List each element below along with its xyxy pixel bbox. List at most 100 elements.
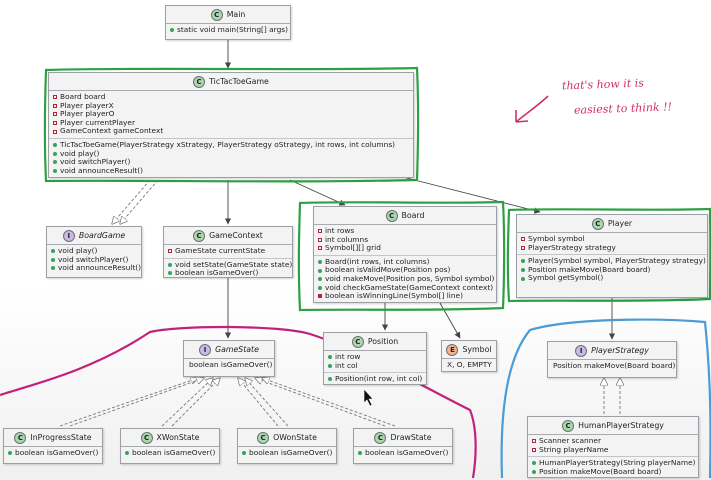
methods-section: boolean isGameOver() [238, 447, 336, 460]
field-row: Symbol[][] grid [318, 243, 492, 253]
mouse-cursor [363, 388, 374, 407]
class-player[interactable]: C Player Symbol symbol PlayerStrategy st… [516, 214, 708, 298]
public-method-icon [8, 451, 12, 456]
fields-section: Board board Player playerX Player player… [49, 91, 413, 139]
class-name: PlayerStrategy [591, 345, 649, 355]
method-row: boolean isValidMove(Position pos) [318, 266, 492, 275]
field-row: int col [328, 361, 422, 371]
class-name: Main [226, 9, 246, 19]
highlight-state-pattern [0, 325, 477, 479]
highlight-strategy-pattern [500, 318, 711, 479]
class-header: I BoardGame [47, 227, 141, 245]
private-field-icon [168, 249, 172, 254]
realize-owon-2 [245, 378, 289, 427]
field-row: GameContext gameContext [53, 127, 409, 136]
interface-gamestate[interactable]: I GameState boolean isGameOver() [183, 340, 275, 377]
realize-tictactoe-boardgame-2 [120, 179, 159, 224]
class-header: I GameState [184, 341, 274, 359]
annotation-arrow-head [515, 110, 529, 123]
private-field-icon [532, 447, 536, 452]
private-field-icon [532, 439, 536, 444]
public-method-icon [318, 260, 322, 265]
public-method-icon [170, 28, 174, 33]
class-gamecontext[interactable]: C GameContext GameState currentState voi… [163, 226, 293, 278]
public-method-icon [242, 451, 246, 456]
class-badge-icon: C [562, 420, 575, 432]
class-tictactoegame[interactable]: C TicTacToeGame Board board Player playe… [48, 72, 414, 178]
realize-xwon-1 [161, 378, 213, 427]
class-badge-icon: C [257, 432, 270, 444]
method-row: HumanPlayerStrategy(String playerName) [532, 458, 696, 468]
class-name: OWonState [273, 432, 317, 442]
method-row: boolean isGameOver() [125, 448, 215, 458]
field-row: Player currentPlayer [53, 118, 409, 128]
class-xwonstate[interactable]: C XWonState boolean isGameOver() [120, 428, 220, 464]
method-row: boolean isGameOver() [8, 448, 98, 458]
class-header: C Position [324, 333, 426, 351]
fields-section: int rows int columns Symbol[][] grid [314, 225, 496, 256]
interface-playerstrategy[interactable]: I PlayerStrategy Position makeMove(Board… [547, 341, 677, 378]
public-method-icon [53, 143, 57, 148]
class-badge-icon: C [193, 76, 206, 88]
method-row: static void main(String[] args) [170, 25, 288, 35]
field-row: GameState currentState [168, 246, 288, 256]
assoc-tictactoe-player [394, 174, 541, 214]
methods-section: boolean isGameOver() [4, 447, 102, 460]
method-row: Position makeMove(Board board) [532, 467, 694, 477]
method-row: void switchPlayer() [51, 255, 137, 265]
class-header: C XWonState [121, 429, 219, 447]
highlight-board [297, 200, 506, 312]
private-field-icon [53, 129, 57, 134]
method-row: boolean isGameOver() [242, 448, 332, 458]
fields-section: Symbol symbol PlayerStrategy strategy [517, 233, 707, 256]
class-header: C OWonState [238, 429, 336, 447]
realize-owon-1 [238, 378, 279, 427]
class-drawstate[interactable]: C DrawState boolean isGameOver() [353, 428, 453, 464]
class-board[interactable]: C Board int rows int columns Symbol[][] … [313, 206, 497, 303]
public-method-icon [328, 377, 332, 382]
interface-boardgame[interactable]: I BoardGame void play() void switchPlaye… [46, 226, 142, 278]
annotation-line-2: easiest to think !! [573, 100, 673, 117]
public-method-icon [532, 470, 536, 475]
public-method-icon [168, 262, 172, 267]
method-row: Symbol getSymbol() [521, 274, 703, 283]
class-owonstate[interactable]: C OWonState boolean isGameOver() [237, 428, 337, 464]
public-method-icon [168, 271, 172, 276]
class-position[interactable]: C Position int row int col Position(int … [323, 332, 427, 385]
interface-badge-icon: I [575, 345, 588, 357]
class-name: HumanPlayerStrategy [578, 420, 664, 430]
field-row: Player playerO [53, 109, 409, 119]
method-row: void setState(GameState state) [168, 260, 292, 270]
public-method-icon [521, 259, 525, 264]
class-name: XWonState [156, 432, 200, 442]
private-field-icon [53, 121, 57, 126]
class-name: Symbol [462, 344, 492, 354]
class-inprogressstate[interactable]: C InProgressState boolean isGameOver() [3, 428, 103, 464]
class-badge-icon: C [385, 210, 398, 222]
private-field-icon [521, 237, 525, 242]
class-humanplayerstrategy[interactable]: C HumanPlayerStrategy Scanner scanner St… [527, 416, 699, 478]
private-field-icon [53, 103, 57, 108]
private-field-icon [53, 95, 57, 100]
method-row: void makeMove(Position pos, Symbol symbo… [318, 274, 494, 284]
field-row: Board board [53, 92, 409, 102]
methods-section: Player(Symbol symbol, PlayerStrategy str… [517, 255, 707, 285]
public-method-icon [521, 276, 525, 281]
method-row: void play() [51, 246, 137, 256]
interface-badge-icon: I [199, 344, 212, 356]
methods-section: Position(int row, int col) [324, 373, 426, 386]
public-method-icon [125, 451, 129, 456]
field-row: Scanner scanner [532, 436, 694, 446]
class-header: E Symbol [442, 341, 496, 359]
method-row: boolean isWinningLine(Symbol[] line) [318, 291, 492, 301]
class-header: C HumanPlayerStrategy [528, 417, 698, 435]
field-row: Symbol symbol [521, 234, 703, 244]
methods-section: HumanPlayerStrategy(String playerName) P… [528, 457, 698, 478]
realize-tictactoe-boardgame-1 [112, 179, 151, 224]
private-field-icon [318, 229, 322, 234]
field-row: int columns [318, 235, 492, 245]
class-main[interactable]: C Main static void main(String[] args) [165, 5, 291, 40]
class-badge-icon: C [591, 218, 604, 230]
enum-symbol[interactable]: E Symbol X, O, EMPTY [441, 340, 497, 372]
